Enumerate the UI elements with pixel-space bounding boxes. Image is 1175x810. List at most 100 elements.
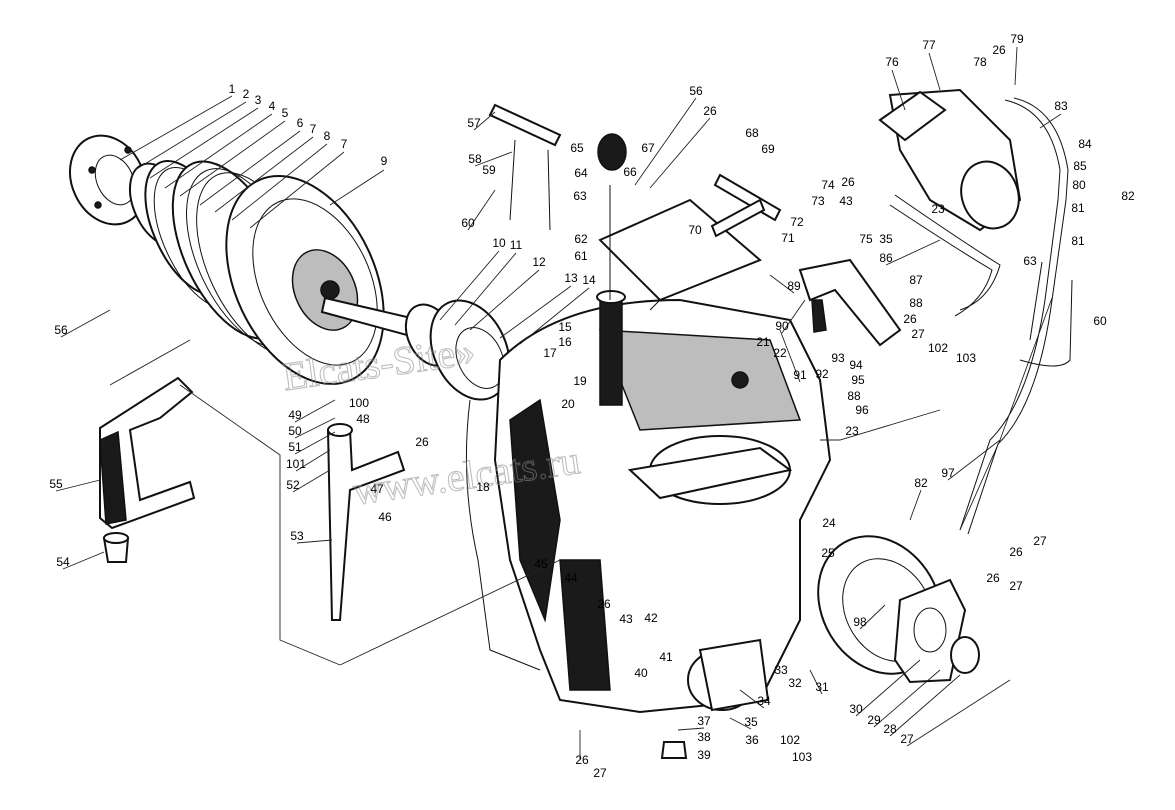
part-callout-19: 19 [573, 374, 587, 388]
part-callout-15: 15 [558, 320, 572, 334]
solenoid-34 [687, 638, 770, 712]
part-callout-6: 6 [297, 116, 304, 130]
part-callout-96: 96 [855, 403, 869, 417]
part-callout-7: 7 [310, 122, 317, 136]
part-callout-98: 98 [853, 615, 867, 629]
motor-77 [878, 88, 1022, 232]
part-callout-51: 51 [288, 440, 302, 454]
part-callout-3: 3 [255, 93, 262, 107]
part-callout-68: 68 [745, 126, 759, 140]
part-callout-58: 58 [468, 152, 482, 166]
part-callout-60: 60 [461, 216, 475, 230]
part-callout-30: 30 [849, 702, 863, 716]
part-callout-97: 97 [941, 466, 955, 480]
part-callout-47: 47 [370, 482, 384, 496]
part-callout-88: 88 [909, 296, 923, 310]
part-callout-46: 46 [378, 510, 392, 524]
part-callout-26: 26 [841, 175, 855, 189]
dipstick-64 [597, 133, 627, 300]
gearbox-housing [493, 290, 832, 714]
part-callout-71: 71 [781, 231, 795, 245]
part-callout-50: 50 [288, 424, 302, 438]
part-callout-89: 89 [787, 279, 801, 293]
part-callout-9: 9 [381, 154, 388, 168]
part-callout-26: 26 [1009, 545, 1023, 559]
part-callout-69: 69 [761, 142, 775, 156]
part-callout-27: 27 [1009, 579, 1023, 593]
part-callout-38: 38 [697, 730, 711, 744]
part-callout-82: 82 [1121, 189, 1135, 203]
part-callout-12: 12 [532, 255, 546, 269]
part-callout-78: 78 [973, 55, 987, 69]
part-callout-76: 76 [885, 55, 899, 69]
part-callout-20: 20 [561, 397, 575, 411]
part-callout-81: 81 [1071, 201, 1085, 215]
part-callout-59: 59 [482, 163, 496, 177]
part-callout-26: 26 [903, 312, 917, 326]
part-callout-63: 63 [573, 189, 587, 203]
part-callout-63: 63 [1023, 254, 1037, 268]
part-callout-11: 11 [510, 238, 523, 252]
part-callout-65: 65 [570, 141, 584, 155]
part-callout-16: 16 [558, 335, 572, 349]
part-callout-66: 66 [623, 165, 637, 179]
part-callout-44: 44 [564, 571, 578, 585]
part-callout-80: 80 [1072, 178, 1086, 192]
part-callout-23: 23 [931, 202, 945, 216]
part-callout-72: 72 [790, 215, 804, 229]
part-callout-26: 26 [415, 435, 429, 449]
part-callout-42: 42 [644, 611, 658, 625]
part-callout-34: 34 [757, 694, 771, 708]
part-callout-49: 49 [288, 408, 302, 422]
hoses-60 [1019, 261, 1073, 367]
part-callout-103: 103 [792, 750, 812, 764]
part-callout-31: 31 [815, 680, 829, 694]
part-callout-95: 95 [851, 373, 865, 387]
part-callout-26: 26 [992, 43, 1006, 57]
part-callout-67: 67 [641, 141, 655, 155]
part-callout-35: 35 [879, 232, 893, 246]
part-callout-8: 8 [324, 129, 331, 143]
part-callout-48: 48 [356, 412, 370, 426]
part-callout-13: 13 [564, 271, 578, 285]
part-callout-75: 75 [859, 232, 873, 246]
part-callout-26: 26 [986, 571, 1000, 585]
part-callout-61: 61 [574, 249, 588, 263]
part-callout-40: 40 [634, 666, 648, 680]
part-callout-27: 27 [911, 327, 925, 341]
part-callout-56: 56 [54, 323, 68, 337]
part-callout-21: 21 [756, 335, 770, 349]
part-callout-56: 56 [689, 84, 703, 98]
part-callout-26: 26 [703, 104, 717, 118]
release-lever-52 [326, 423, 406, 621]
part-callout-100: 100 [349, 396, 369, 410]
part-callout-84: 84 [1078, 137, 1092, 151]
part-callout-41: 41 [659, 650, 673, 664]
input-shaft [320, 296, 511, 401]
part-callout-7: 7 [341, 137, 348, 151]
part-callout-14: 14 [582, 273, 596, 287]
part-callout-28: 28 [883, 722, 897, 736]
part-callout-39: 39 [697, 748, 711, 762]
part-callout-18: 18 [476, 480, 490, 494]
cover-plate-62 [598, 198, 762, 311]
part-callout-74: 74 [821, 178, 835, 192]
part-callout-70: 70 [688, 223, 702, 237]
breather-pipe-57 [488, 103, 562, 231]
part-callout-101: 101 [286, 457, 306, 471]
gasket-18 [465, 399, 541, 671]
part-callout-35: 35 [744, 715, 758, 729]
part-callout-32: 32 [788, 676, 802, 690]
part-callout-22: 22 [773, 346, 787, 360]
callout-leaders [55, 46, 1062, 747]
part-callout-94: 94 [849, 358, 863, 372]
part-callout-10: 10 [492, 236, 506, 250]
part-callout-26: 26 [575, 753, 589, 767]
part-callout-43: 43 [619, 612, 633, 626]
part-callout-27: 27 [593, 766, 607, 780]
cover-30 [893, 578, 980, 684]
part-callout-23: 23 [845, 424, 859, 438]
frame-leaders [109, 297, 1053, 760]
part-callout-79: 79 [1010, 32, 1024, 46]
